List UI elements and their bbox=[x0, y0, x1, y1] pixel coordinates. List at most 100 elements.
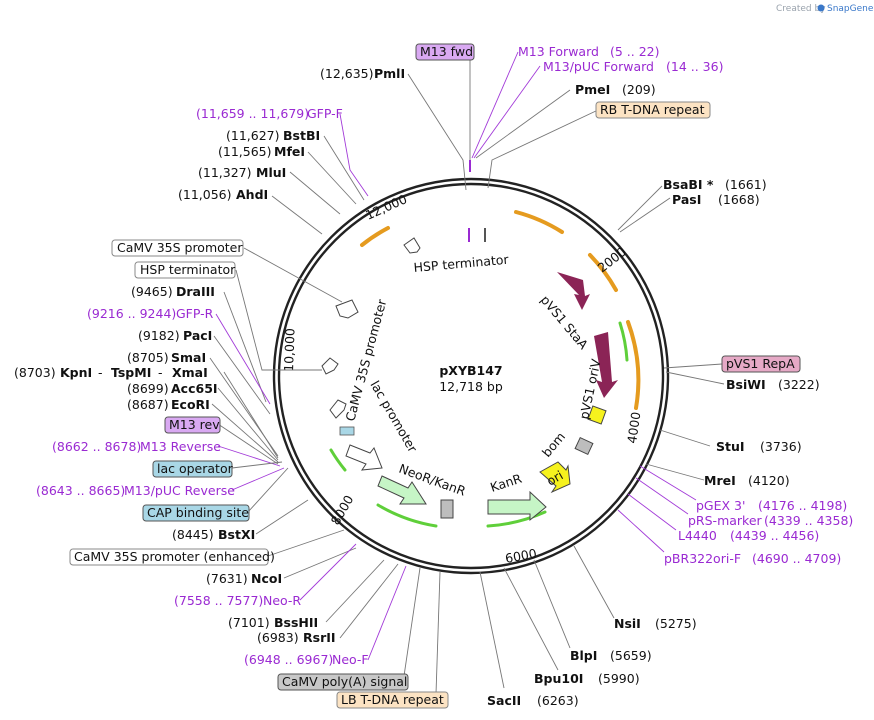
leader-gfp-r bbox=[215, 313, 271, 405]
enz-bsiwi: BsiWI bbox=[726, 377, 766, 392]
label-box-camv-enh: CaMV 35S promoter (enhanced) bbox=[74, 549, 275, 564]
leader-blpi bbox=[533, 559, 571, 649]
green-arc-kan bbox=[486, 510, 547, 528]
brand-logo: Created by SnapGene bbox=[776, 4, 874, 14]
pos-stui: (3736) bbox=[760, 439, 802, 454]
label-box-polya: CaMV poly(A) signal bbox=[282, 674, 407, 689]
snapgene-icon bbox=[817, 4, 825, 12]
pos-blpi: (5659) bbox=[610, 648, 652, 663]
leader-bstxi bbox=[255, 499, 309, 535]
enz-bstbi: BstBI bbox=[283, 128, 320, 143]
enz-acc65i: Acc65I bbox=[171, 381, 218, 396]
plasmid-length: 12,718 bp bbox=[439, 379, 503, 394]
enz-kpni: KpnI bbox=[60, 365, 92, 380]
pos-pmei: (209) bbox=[622, 82, 656, 97]
label-hsp-terminator: HSP terminator bbox=[413, 252, 510, 275]
leader-cap bbox=[247, 467, 289, 513]
leader-bsiwi bbox=[665, 371, 725, 385]
pos-bsshii: (7101) bbox=[228, 615, 270, 630]
sep-kpni-2: - bbox=[158, 365, 163, 380]
enz-bstxi: BstXI bbox=[218, 527, 255, 542]
enz-gfp-r: GFP-R bbox=[176, 306, 214, 321]
pos-paci: (9182) bbox=[138, 328, 180, 343]
leader-kpni bbox=[223, 371, 279, 459]
enz-draiii: DraIII bbox=[176, 284, 215, 299]
plasmid-name: pXYB147 bbox=[439, 363, 502, 378]
pos-neo-r: (7558 .. 7577) bbox=[174, 593, 263, 608]
enz-blpi: BlpI bbox=[570, 648, 597, 663]
leader-rb bbox=[487, 109, 599, 189]
leader-pbr322 bbox=[617, 509, 665, 553]
leader-lines bbox=[209, 51, 725, 695]
enz-gfp-f: GFP-F bbox=[307, 106, 343, 121]
pos-pbr322: (4690 .. 4709) bbox=[752, 551, 841, 566]
leader-rsrii bbox=[339, 563, 399, 639]
leader-m13forward bbox=[471, 51, 519, 159]
enz-neo-r: Neo-R bbox=[263, 593, 301, 608]
leader-draiii bbox=[223, 291, 267, 403]
box-m13-fwd bbox=[415, 43, 475, 61]
enz-paci: PacI bbox=[183, 328, 212, 343]
leader-camv-enh bbox=[267, 529, 345, 557]
sep-kpni-1: - bbox=[98, 365, 103, 380]
leader-bstbi bbox=[323, 135, 365, 201]
rb-tdna-arc bbox=[514, 210, 564, 234]
enz-m13puc-fwd: M13/pUC Forward bbox=[543, 59, 654, 74]
green-arc-left bbox=[329, 448, 347, 472]
inner-features bbox=[321, 237, 618, 522]
label-box-lac-operator: lac operator bbox=[157, 461, 234, 476]
enz-tspmi: TspMI bbox=[111, 365, 151, 380]
tick-6000: 6000 bbox=[504, 546, 538, 566]
leader-gfp-f bbox=[339, 113, 369, 197]
leader-bsshii bbox=[325, 559, 385, 623]
pos-gfp-f: (11,659 .. 11,679) bbox=[196, 106, 309, 121]
pos-ahdi: (11,056) bbox=[178, 187, 232, 202]
leader-stui bbox=[659, 429, 711, 447]
enz-pgex: pGEX 3' bbox=[696, 498, 745, 513]
enz-ecori: EcoRI bbox=[171, 397, 210, 412]
bom-box bbox=[574, 436, 594, 456]
enz-pasi: PasI bbox=[672, 192, 701, 207]
pos-pgex: (4176 .. 4198) bbox=[758, 498, 847, 513]
leader-bsabi bbox=[617, 185, 663, 231]
pos-nsii: (5275) bbox=[655, 616, 697, 631]
enz-bsabi: BsaBI * bbox=[663, 177, 714, 192]
box-hsp-term bbox=[134, 261, 236, 279]
label-kanr: KanR bbox=[488, 471, 524, 495]
leader-lacop bbox=[231, 461, 283, 469]
leader-m13rev bbox=[217, 423, 279, 465]
camv-35s-enhanced-arrow bbox=[345, 444, 383, 471]
left-labels: (12,635) PmlI (11,659 .. 11,679) GFP-F (… bbox=[14, 66, 449, 709]
leader-pmei bbox=[475, 89, 571, 159]
tick-12000: 12,000 bbox=[363, 191, 409, 223]
leader-m13puc-rev bbox=[231, 467, 285, 491]
pos-neo-f: (6948 .. 6967) bbox=[244, 652, 333, 667]
pvs1-repa-arc bbox=[626, 320, 641, 410]
label-box-m13-fwd: M13 fwd bbox=[420, 44, 473, 59]
leader-sacii bbox=[479, 571, 505, 689]
leader-nsii bbox=[573, 545, 615, 619]
enz-m13-reverse: M13 Reverse bbox=[140, 439, 221, 454]
pos-bsiwi: (3222) bbox=[778, 377, 820, 392]
kanr-arrow bbox=[487, 490, 547, 522]
brand-name: SnapGene bbox=[827, 4, 874, 14]
enz-smai: SmaI bbox=[171, 350, 206, 365]
camv-35s-promoter-arrow-2 bbox=[321, 357, 339, 375]
pos-acc65i: (8699) bbox=[127, 381, 169, 396]
pos-l4440: (4439 .. 4456) bbox=[730, 528, 819, 543]
pos-m13-forward: (5 .. 22) bbox=[610, 44, 660, 59]
leader-polya bbox=[403, 567, 421, 677]
box-lb-tdna bbox=[336, 691, 449, 709]
pos-bsabi: (1661) bbox=[725, 177, 767, 192]
leader-m13reverse bbox=[217, 445, 281, 467]
pos-ecori: (8687) bbox=[127, 397, 169, 412]
plasmid-title: pXYB147 12,718 bp bbox=[439, 363, 503, 394]
pos-bstbi: (11,627) bbox=[226, 128, 280, 143]
pos-mlui: (11,327) bbox=[198, 165, 252, 180]
orange-arc-left bbox=[360, 226, 390, 247]
enz-rsrii: RsrII bbox=[303, 630, 336, 645]
pos-prs: (4339 .. 4358) bbox=[764, 513, 853, 528]
pos-kpni: (8703) bbox=[14, 365, 56, 380]
leader-paci bbox=[213, 335, 271, 415]
